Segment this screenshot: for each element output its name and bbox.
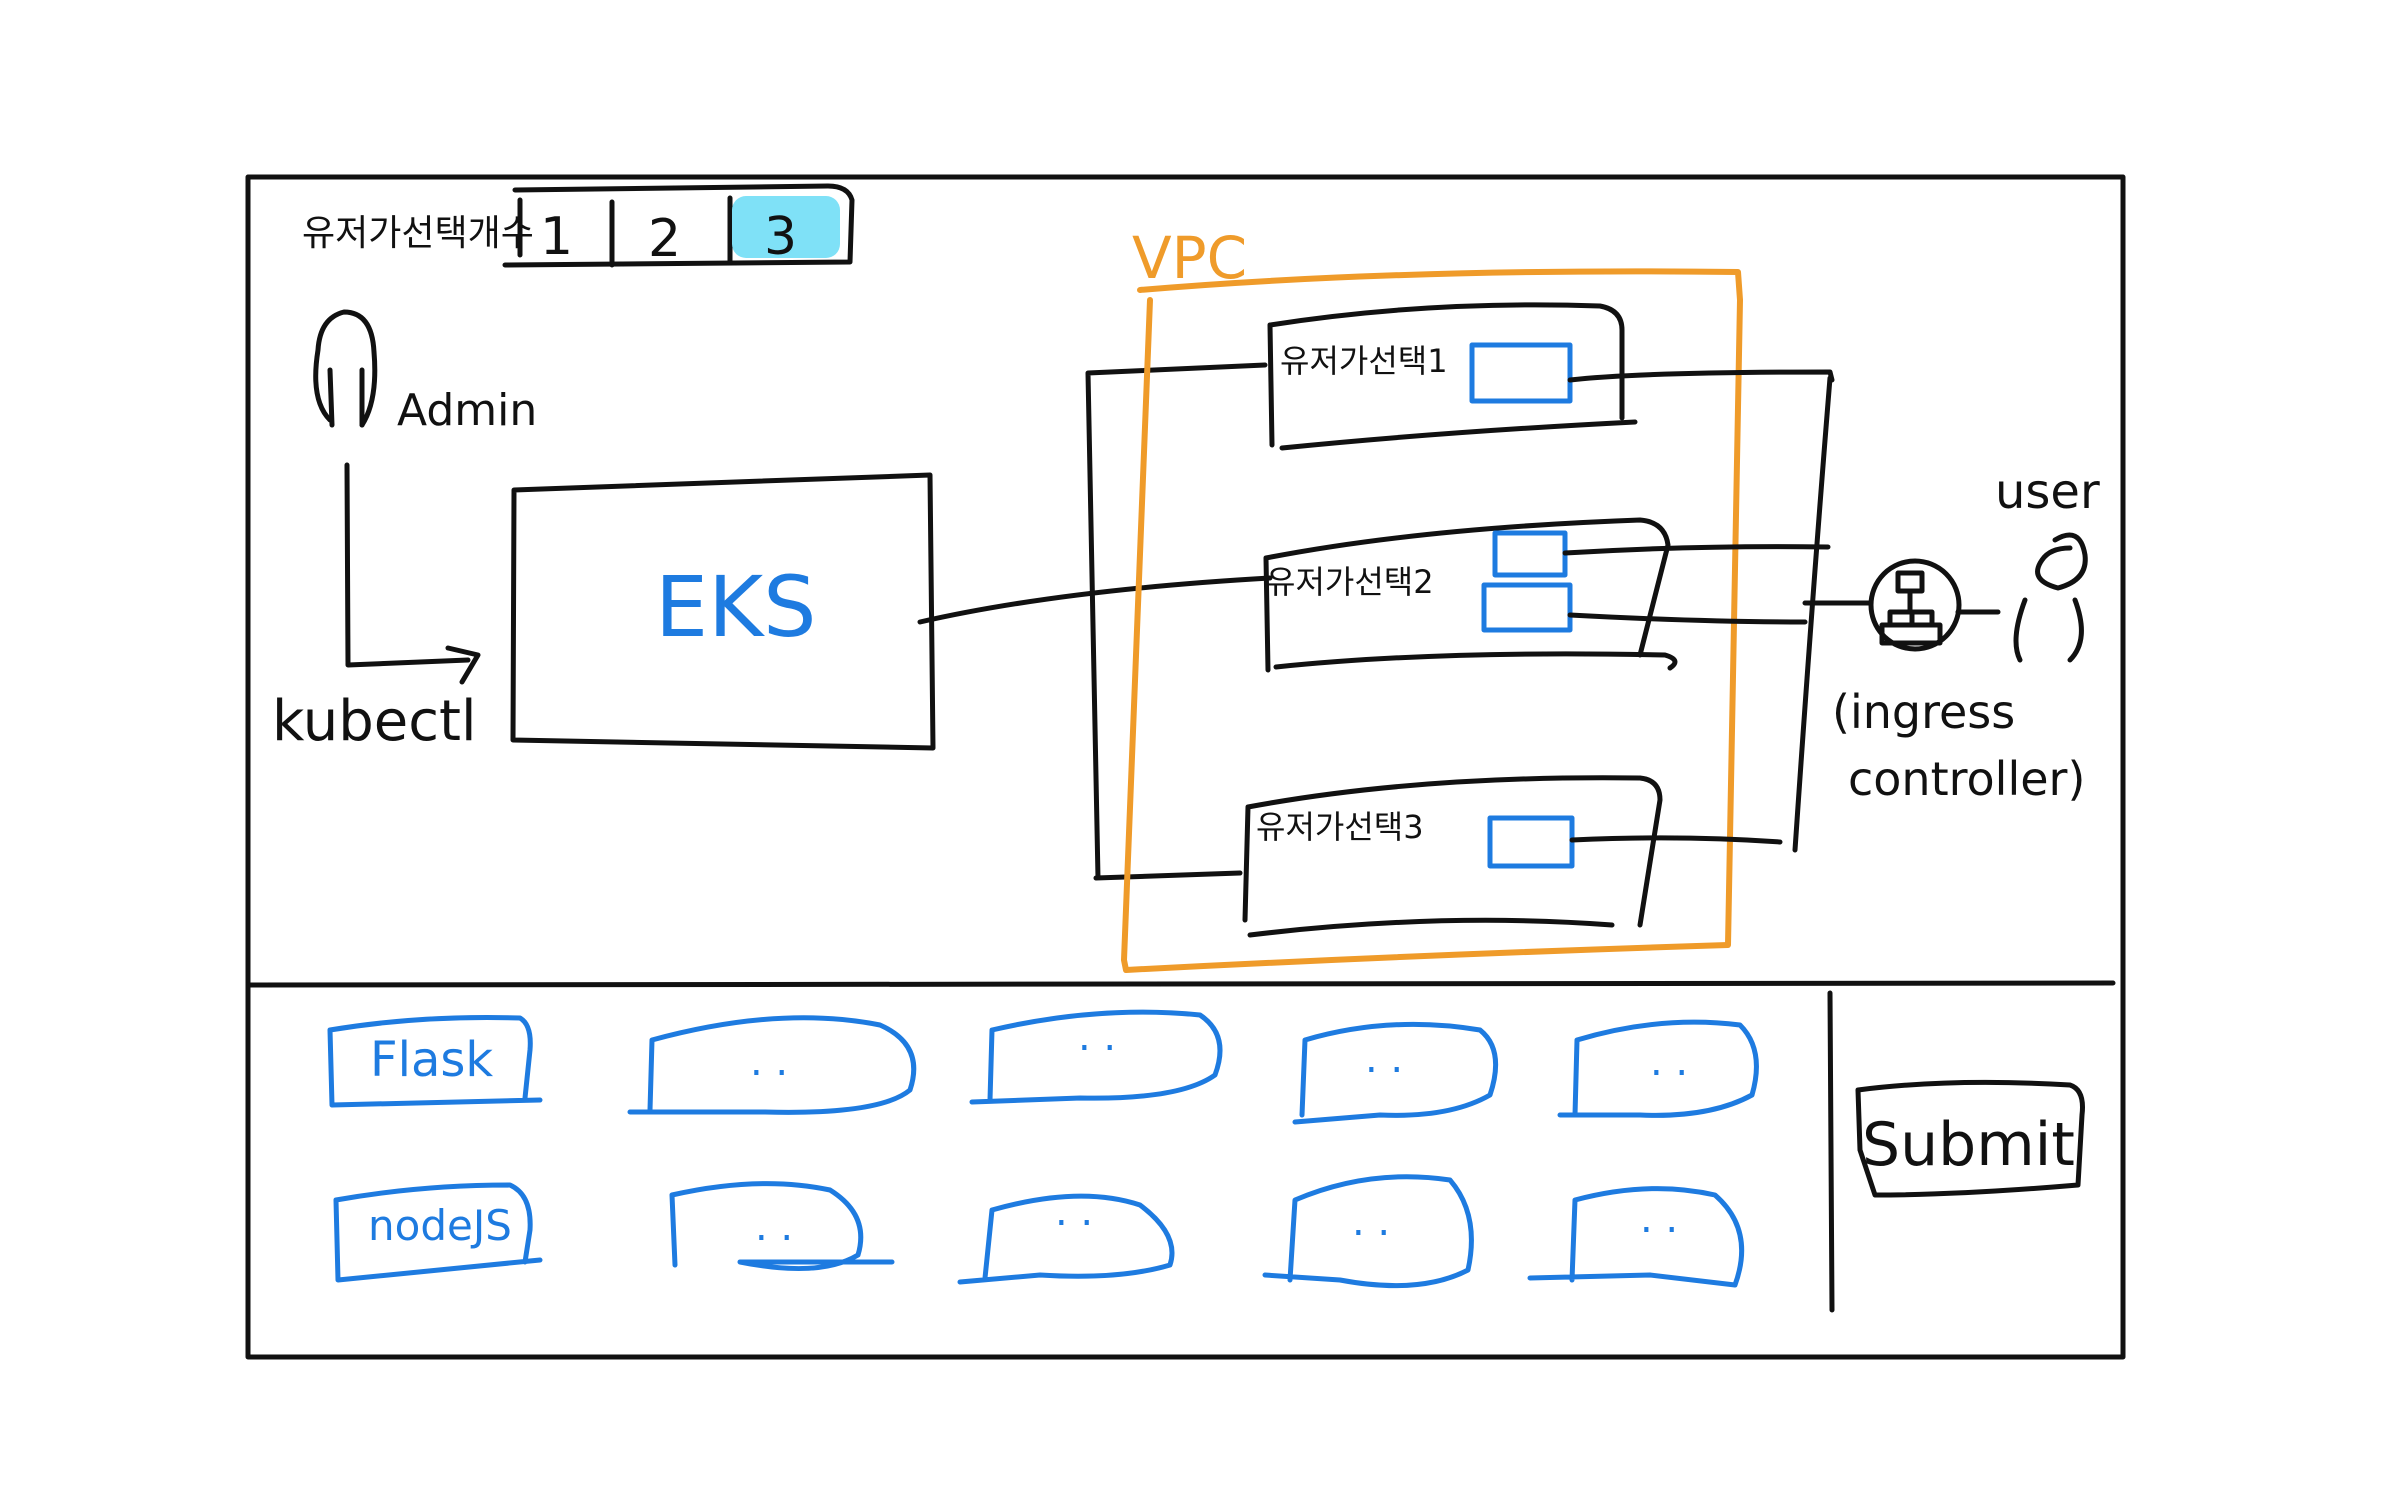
vpc-boundary — [1121, 268, 1743, 973]
right-bus — [1792, 375, 1873, 853]
option-placeholder-8[interactable]: . . — [1527, 1186, 1745, 1288]
option-placeholder-3[interactable]: . . — [1292, 1021, 1499, 1125]
user-label: user — [1995, 464, 2100, 520]
option-flask-label: Flask — [370, 1032, 493, 1088]
option-placeholder-6-label: . . — [1055, 1189, 1093, 1235]
instance-3-link — [1569, 835, 1783, 845]
submit-divider — [1827, 990, 1835, 1313]
option-placeholder-3-label: . . — [1365, 1036, 1403, 1082]
tab-2-label: 2 — [648, 209, 681, 269]
option-placeholder-7[interactable]: . . — [1262, 1174, 1474, 1289]
option-placeholder-5-label: . . — [755, 1204, 793, 1250]
option-placeholder-1[interactable]: . . — [627, 1015, 917, 1115]
eks-label: EKS — [655, 558, 816, 656]
instance-3-pod-icon — [1487, 815, 1575, 869]
instance-1-box: 유저가선택1 — [1267, 302, 1638, 451]
admin-person-icon — [313, 309, 378, 428]
tab-3-label: 3 — [764, 207, 797, 267]
load-balancer-icon — [1868, 558, 1962, 652]
option-placeholder-2[interactable]: . . — [969, 1009, 1223, 1105]
submit-button[interactable]: Submit — [1855, 1079, 2085, 1198]
instance-1-link — [1567, 369, 1835, 383]
tab-1[interactable]: 1 — [540, 207, 573, 267]
instance-2-pod-icon-b — [1481, 582, 1573, 633]
option-placeholder-8-label: . . — [1640, 1196, 1678, 1242]
option-placeholder-7-label: . . — [1352, 1199, 1390, 1245]
ingress-label-line2: controller) — [1848, 752, 2085, 806]
option-placeholder-4[interactable]: . . — [1557, 1019, 1759, 1118]
option-placeholder-2-label: . . — [1078, 1014, 1116, 1060]
instance-2-link-b — [1567, 612, 1808, 625]
tabs-label: 유저가선택개수 — [302, 213, 534, 254]
instance-2-pod-icon-a — [1492, 530, 1568, 578]
user-person-icon — [2013, 532, 2088, 663]
eks-connection — [917, 575, 1273, 625]
eks-cluster-box: EKS — [510, 472, 936, 751]
instance-2-label: 유저가선택2 — [1266, 563, 1434, 601]
tab-1-label: 1 — [540, 207, 573, 267]
app-frame — [245, 174, 2126, 1360]
ingress-label-line1: (ingress — [1832, 685, 2015, 739]
instance-2-link-a — [1562, 544, 1831, 556]
instance-2-box: 유저가선택2 — [1263, 517, 1678, 673]
tab-3-highlight — [732, 196, 840, 258]
instance-1-pod-icon — [1469, 342, 1573, 404]
option-nodejs-label: nodeJS — [368, 1201, 512, 1250]
instance-3-label: 유저가선택3 — [1256, 808, 1424, 846]
section-divider — [245, 980, 2116, 988]
option-placeholder-4-label: . . — [1650, 1039, 1688, 1085]
option-nodejs[interactable]: nodeJS — [333, 1182, 543, 1283]
tab-2[interactable]: 2 — [648, 209, 681, 269]
left-bus — [1085, 362, 1268, 881]
admin-label: Admin — [397, 385, 537, 436]
option-placeholder-5[interactable]: . . — [669, 1181, 895, 1272]
option-flask[interactable]: Flask — [327, 1015, 543, 1108]
submit-label: Submit — [1862, 1110, 2075, 1180]
kubectl-label: kubectl — [272, 689, 477, 754]
tab-selector — [502, 183, 855, 268]
instance-1-label: 유저가선택1 — [1280, 342, 1448, 380]
option-placeholder-1-label: . . — [750, 1039, 788, 1085]
kubectl-arrow — [344, 462, 481, 685]
option-placeholder-6[interactable]: . . — [957, 1189, 1175, 1285]
instance-3-box: 유저가선택3 — [1242, 775, 1663, 938]
tab-3-selected[interactable]: 3 — [732, 196, 840, 267]
